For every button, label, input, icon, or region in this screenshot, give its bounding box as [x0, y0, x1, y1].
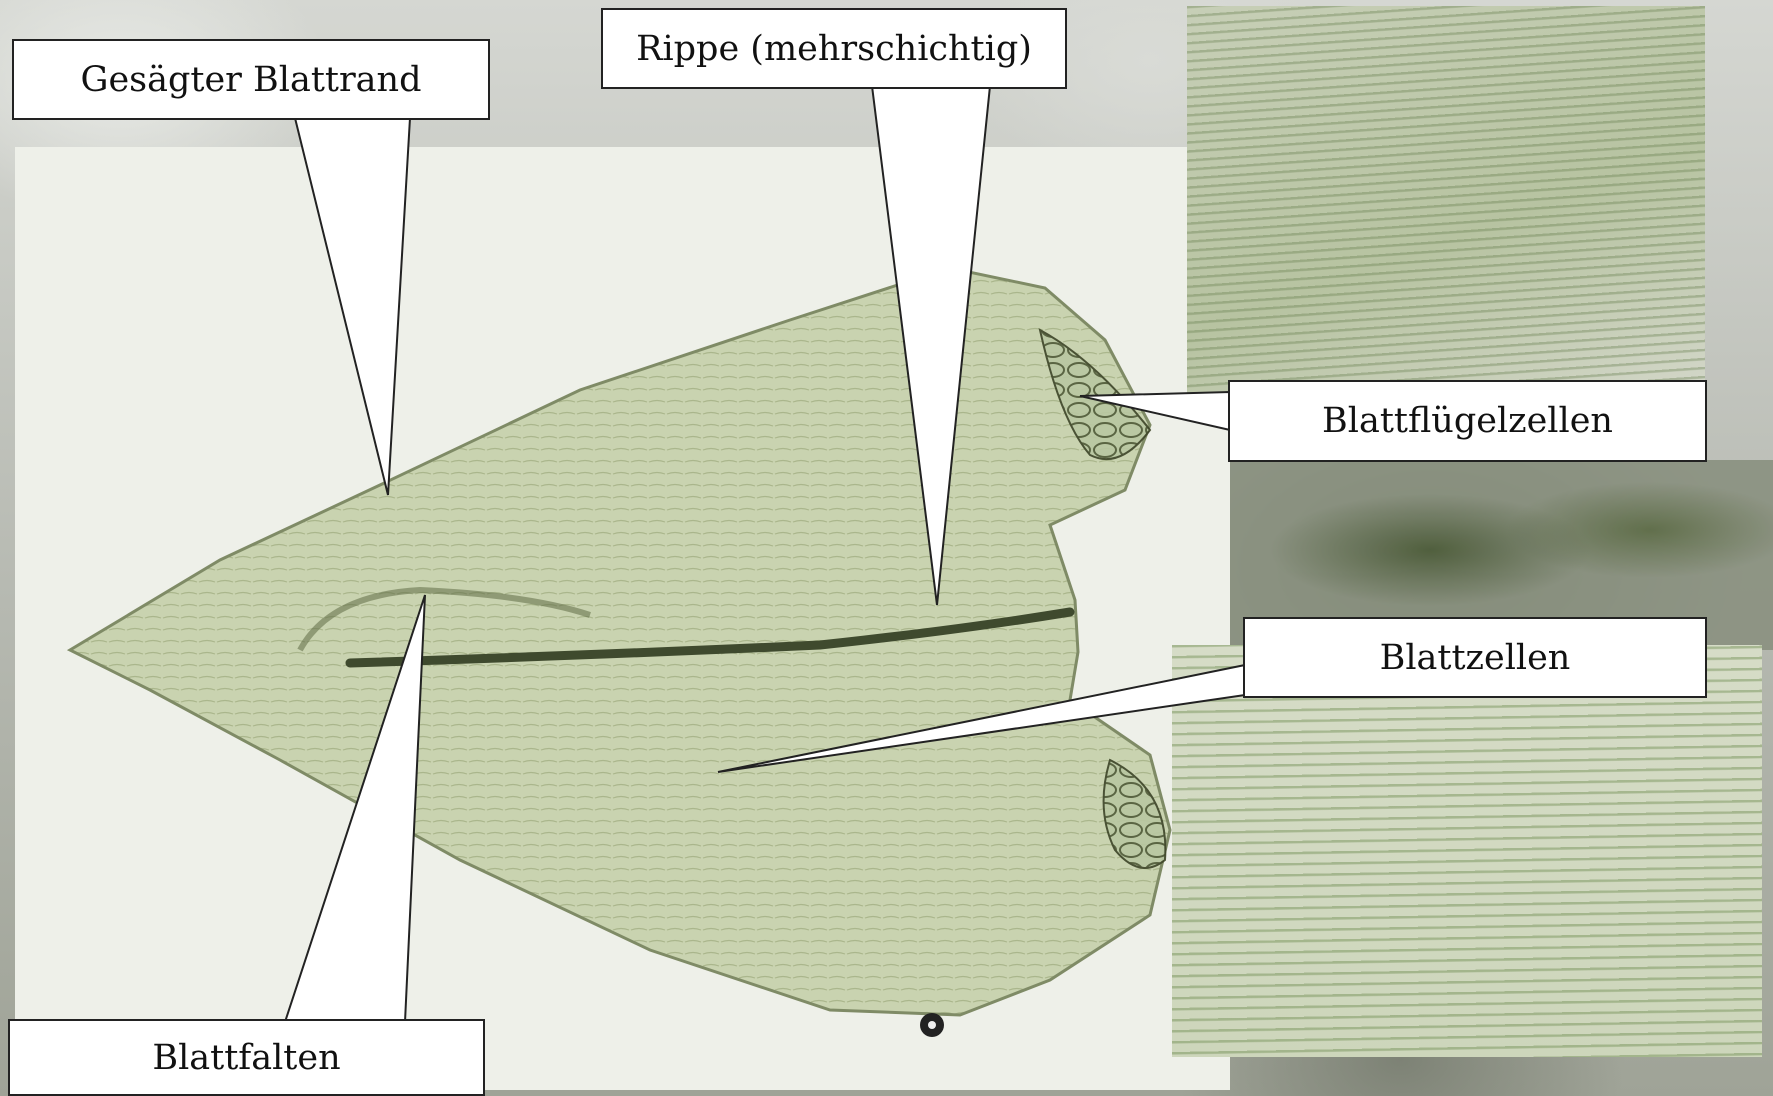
callout-pointer-serrated-margin — [295, 118, 410, 495]
label-leaf-cells: Blattzellen — [1243, 617, 1707, 698]
leaf-blade — [70, 268, 1170, 1015]
scale-dot-center — [928, 1021, 936, 1029]
label-leaf-folds: Blattfalten — [8, 1019, 485, 1096]
label-costa: Rippe (mehrschichtig) — [601, 8, 1067, 89]
label-serrated-margin: Gesägter Blattrand — [12, 39, 490, 120]
label-alar-cells: Blattflügelzellen — [1228, 380, 1707, 462]
